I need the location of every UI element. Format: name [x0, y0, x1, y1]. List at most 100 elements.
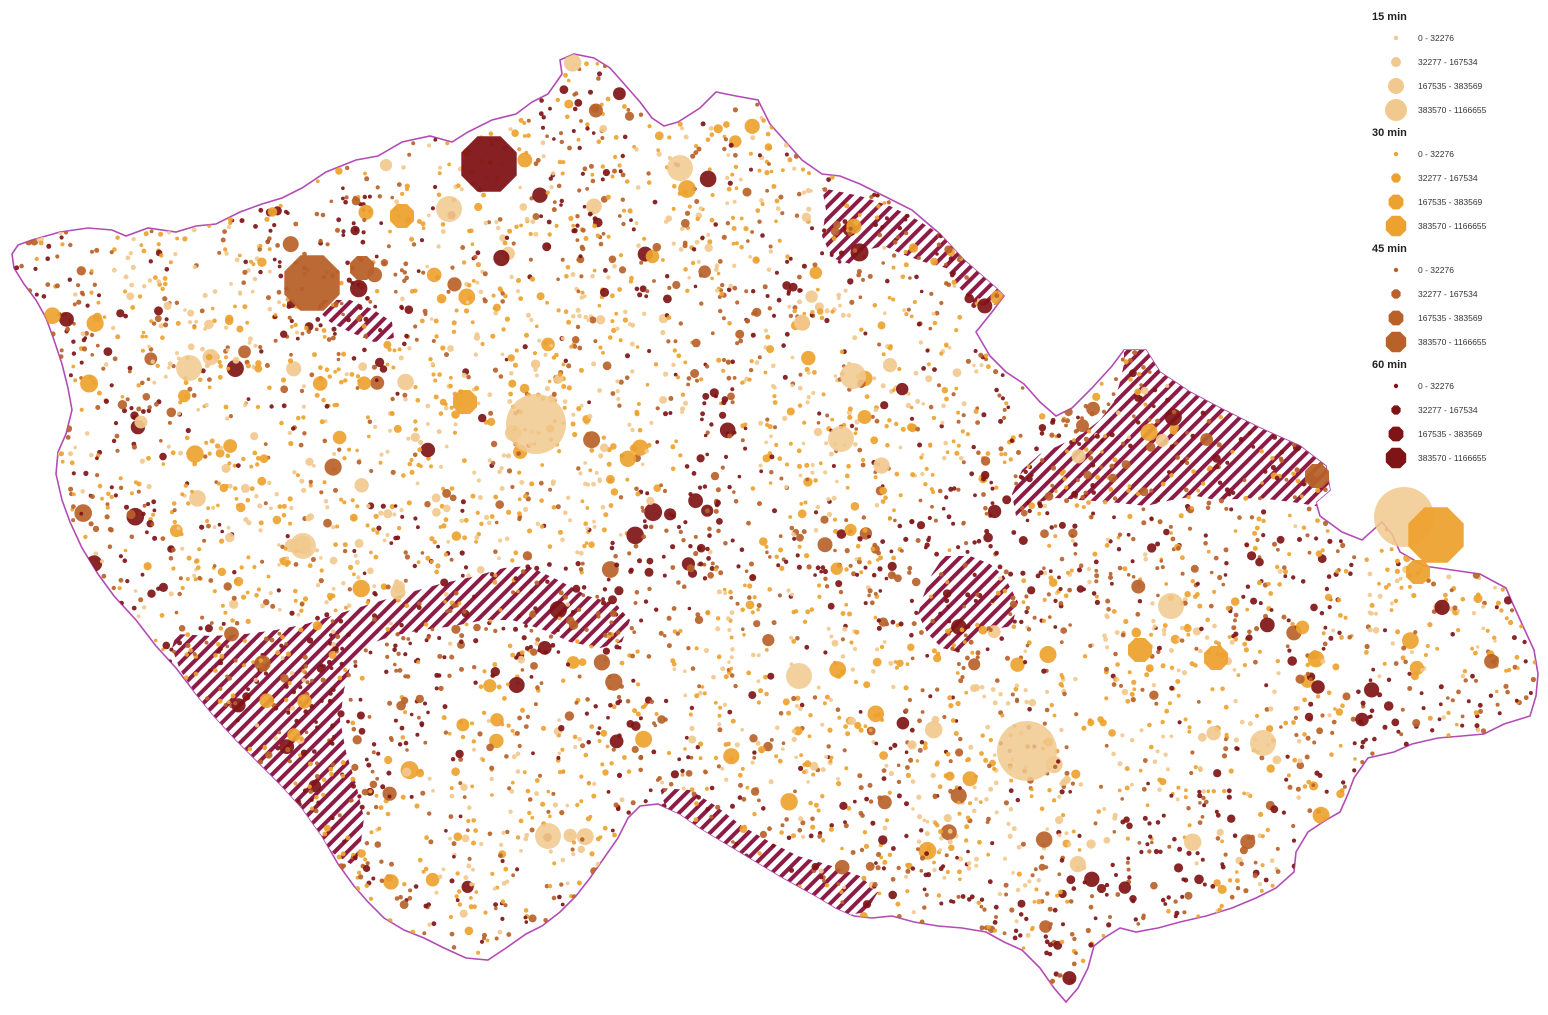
settlement-dot — [759, 537, 768, 546]
settlement-dot — [1243, 495, 1249, 501]
settlement-dot — [1132, 414, 1136, 419]
settlement-dot — [610, 488, 619, 496]
settlement-dot — [766, 345, 775, 354]
settlement-dot — [801, 529, 807, 535]
settlement-dot — [356, 711, 365, 720]
settlement-dot — [1337, 630, 1342, 635]
settlement-dot — [1186, 850, 1192, 856]
settlement-dot — [511, 754, 517, 760]
settlement-dot — [500, 352, 505, 357]
settlement-dot — [944, 495, 949, 500]
settlement-dot — [374, 793, 379, 798]
settlement-dot — [355, 504, 360, 509]
settlement-dot — [1170, 536, 1176, 542]
settlement-dot — [449, 878, 455, 884]
settlement-dot — [872, 542, 878, 548]
settlement-dot — [1480, 728, 1487, 734]
settlement-dot — [905, 868, 911, 874]
settlement-dot — [847, 406, 853, 412]
settlement-dot — [433, 318, 439, 324]
settlement-dot — [392, 512, 397, 517]
settlement-dot — [619, 797, 625, 803]
settlement-dot — [210, 505, 216, 510]
settlement-dot — [399, 725, 405, 731]
settlement-dot — [567, 831, 573, 837]
settlement-dot — [586, 781, 591, 786]
settlement-dot — [344, 372, 349, 377]
settlement-dot — [224, 626, 239, 642]
settlement-dot — [1039, 646, 1057, 663]
settlement-dot — [817, 583, 822, 588]
settlement-dot — [595, 594, 600, 599]
settlement-dot — [286, 560, 291, 566]
settlement-dot — [101, 366, 106, 371]
settlement-dot — [560, 857, 566, 863]
settlement-dot — [630, 369, 635, 374]
settlement-dot — [370, 769, 375, 774]
settlement-dot — [691, 338, 701, 348]
settlement-dot — [729, 595, 734, 600]
settlement-dot — [1157, 777, 1163, 783]
settlement-dot — [945, 751, 951, 757]
settlement-dot — [716, 528, 721, 534]
settlement-dot — [1054, 489, 1058, 494]
settlement-dot — [820, 767, 826, 773]
settlement-dot — [983, 532, 993, 543]
settlement-dot — [945, 628, 950, 634]
settlement-dot — [192, 573, 197, 578]
settlement-dot — [1237, 515, 1242, 520]
settlement-dot — [312, 749, 317, 754]
settlement-dot — [608, 255, 617, 264]
settlement-dot — [529, 481, 535, 487]
settlement-dot — [730, 387, 735, 392]
settlement-dot — [307, 784, 312, 789]
settlement-dot — [1008, 806, 1014, 812]
settlement-dot — [147, 405, 152, 410]
settlement-dot — [399, 623, 404, 628]
settlement-dot — [823, 650, 828, 655]
settlement-dot — [1032, 900, 1037, 904]
settlement-dot — [725, 201, 730, 206]
settlement-dot — [583, 461, 588, 465]
settlement-dot — [1494, 689, 1499, 694]
settlement-dot — [589, 448, 595, 453]
settlement-dot — [404, 305, 414, 315]
settlement-dot — [788, 256, 793, 261]
settlement-dot — [301, 678, 307, 683]
settlement-dot — [668, 411, 673, 415]
settlement-dot — [34, 256, 39, 262]
settlement-dot — [1169, 734, 1174, 739]
settlement-dot — [357, 376, 372, 391]
settlement-dot — [1170, 634, 1180, 645]
settlement-dot — [894, 665, 899, 670]
settlement-dot — [1026, 475, 1033, 483]
settlement-dot — [280, 330, 288, 338]
settlement-dot — [733, 164, 739, 170]
settlement-dot — [941, 387, 948, 394]
settlement-dot — [528, 257, 534, 262]
settlement-dot — [1126, 856, 1131, 861]
settlement-dot — [905, 402, 912, 409]
settlement-dot — [249, 259, 253, 264]
settlement-dot — [163, 281, 168, 287]
settlement-dot — [1227, 878, 1233, 883]
settlement-dot — [737, 795, 743, 800]
settlement-dot — [706, 556, 711, 561]
settlement-dot — [484, 514, 490, 521]
settlement-dot — [677, 121, 683, 127]
settlement-dot — [867, 534, 871, 539]
settlement-dot — [1013, 928, 1019, 933]
settlement-dot — [756, 607, 760, 612]
settlement-dot — [333, 646, 339, 652]
settlement-dot — [752, 310, 758, 316]
settlement-dot — [403, 740, 409, 746]
settlement-dot — [842, 885, 846, 890]
settlement-dot — [904, 801, 909, 807]
settlement-dot — [874, 418, 880, 424]
settlement-dot — [775, 206, 781, 212]
settlement-dot — [205, 696, 210, 701]
settlement-dot — [285, 747, 291, 753]
settlement-dot — [440, 229, 446, 234]
settlement-dot — [516, 289, 520, 294]
settlement-dot — [687, 606, 692, 611]
